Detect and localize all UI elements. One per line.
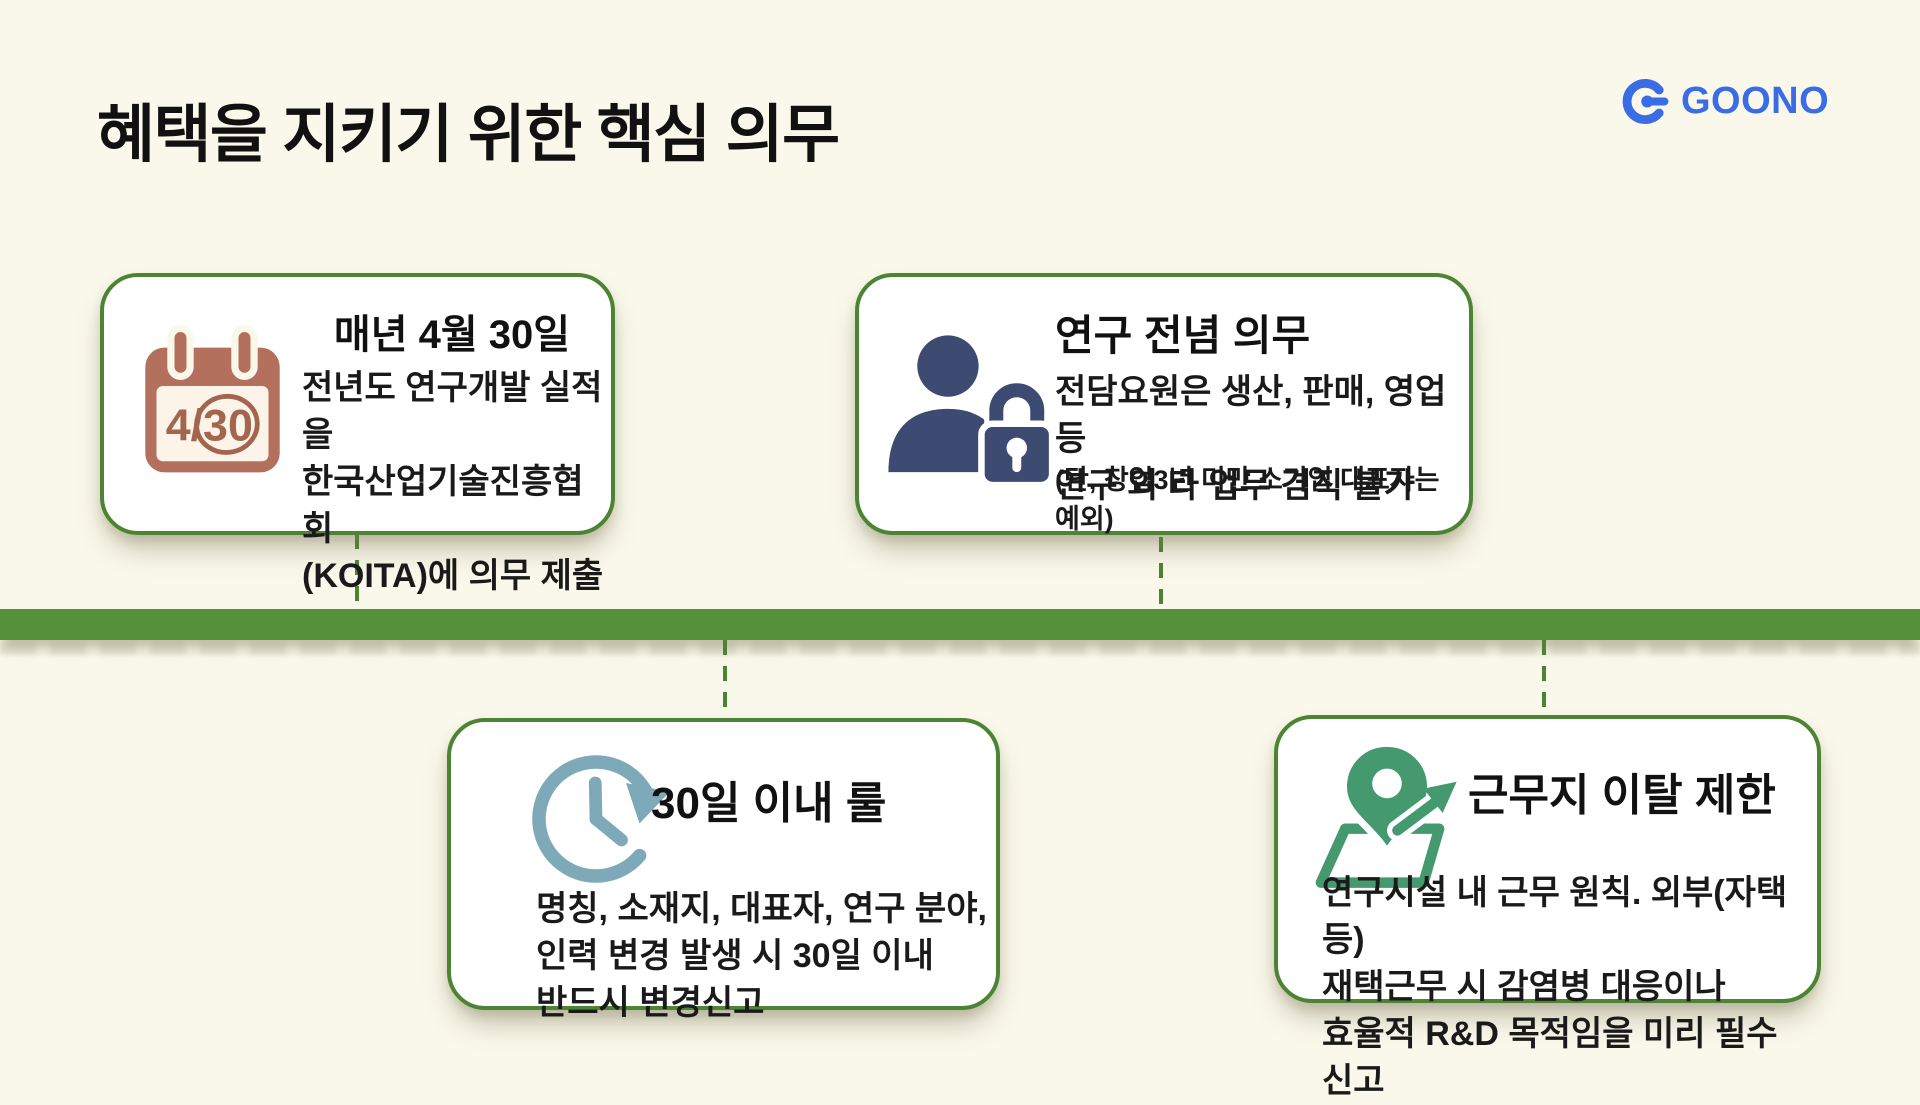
card-body: 전년도 연구개발 실적을 한국산업기술진흥협회 (KOITA)에 의무 제출 xyxy=(302,365,611,600)
card-title: 30일 이내 룰 xyxy=(651,779,887,828)
person-lock-icon xyxy=(888,335,1056,489)
card-note: (단, 창업3년 미만 소기업 대표자는 예외) xyxy=(1055,465,1440,534)
card-workplace-restriction: 근무지 이탈 제한 연구시설 내 근무 원칙. 외부(자택 등) 재택근무 시 … xyxy=(1274,715,1821,1100)
calendar-icon: 4/30 xyxy=(145,324,280,473)
card-research-dedication: 연구 전념 의무 전담요원은 생산, 판매, 영업 등 연구 외 타 업무 겸직… xyxy=(855,273,1473,535)
goono-logo: GOONO xyxy=(1619,74,1829,128)
timeline-bar-shadow xyxy=(0,642,1920,655)
body-line: 재택근무 시 감염병 대응이나 xyxy=(1322,968,1726,1006)
card-title: 매년 4월 30일 xyxy=(333,313,571,357)
body-line: 효율적 R&D 목적임을 미리 필수 신고 xyxy=(1322,1015,1778,1100)
card-title: 근무지 이탈 제한 xyxy=(1468,771,1776,820)
connector-workplace-restriction xyxy=(1542,640,1546,715)
card-body: 연구시설 내 근무 원칙. 외부(자택 등) 재택근무 시 감염병 대응이나 효… xyxy=(1322,870,1817,1105)
card-thirty-day-rule: 30일 이내 룰 명칭, 소재지, 대표자, 연구 분야, 인력 변경 발생 시… xyxy=(447,718,1000,1022)
body-line: 전년도 연구개발 실적을 xyxy=(302,369,603,454)
goono-logo-text: GOONO xyxy=(1681,80,1830,122)
card-title: 연구 전념 의무 xyxy=(1055,312,1311,359)
card-annual-report: 4/30 매년 4월 30일 전년도 연구개발 실적을 한국산업기술진흥협회 (… xyxy=(100,273,615,595)
card-body: 명칭, 소재지, 대표자, 연구 분야, 인력 변경 발생 시 30일 이내 반… xyxy=(536,886,987,1027)
clock-history-icon xyxy=(532,755,670,883)
body-line: (KOITA)에 의무 제출 xyxy=(302,557,604,595)
body-line: 인력 변경 발생 시 30일 이내 xyxy=(536,937,934,975)
connector-thirty-day-rule xyxy=(723,640,727,718)
infographic-canvas: 혜택을 지키기 위한 핵심 의무 GOONO 4/30 매년 4월 30일 전년… xyxy=(0,74,1920,1100)
body-line: 한국산업기술진흥협회 xyxy=(302,463,584,548)
goono-g-icon xyxy=(1622,78,1669,124)
body-line: 연구시설 내 근무 원칙. 외부(자택 등) xyxy=(1322,874,1788,959)
body-line: 연구 외 타 업무 겸직 불가 xyxy=(1055,467,1416,505)
calendar-date-label: 4/30 xyxy=(166,400,253,450)
body-line: 반드시 변경신고 xyxy=(536,984,765,1022)
connector-research-dedication xyxy=(1159,537,1163,609)
body-line: 명칭, 소재지, 대표자, 연구 분야, xyxy=(536,890,987,928)
page-title: 혜택을 지키기 위한 핵심 의무 xyxy=(97,100,840,170)
card-body: 전담요원은 생산, 판매, 영업 등 연구 외 타 업무 겸직 불가 xyxy=(1055,369,1469,510)
body-line: 전담요원은 생산, 판매, 영업 등 xyxy=(1055,373,1447,458)
timeline-bar xyxy=(0,609,1920,640)
map-pin-icon xyxy=(1315,739,1457,888)
connector-annual-report xyxy=(355,534,359,609)
